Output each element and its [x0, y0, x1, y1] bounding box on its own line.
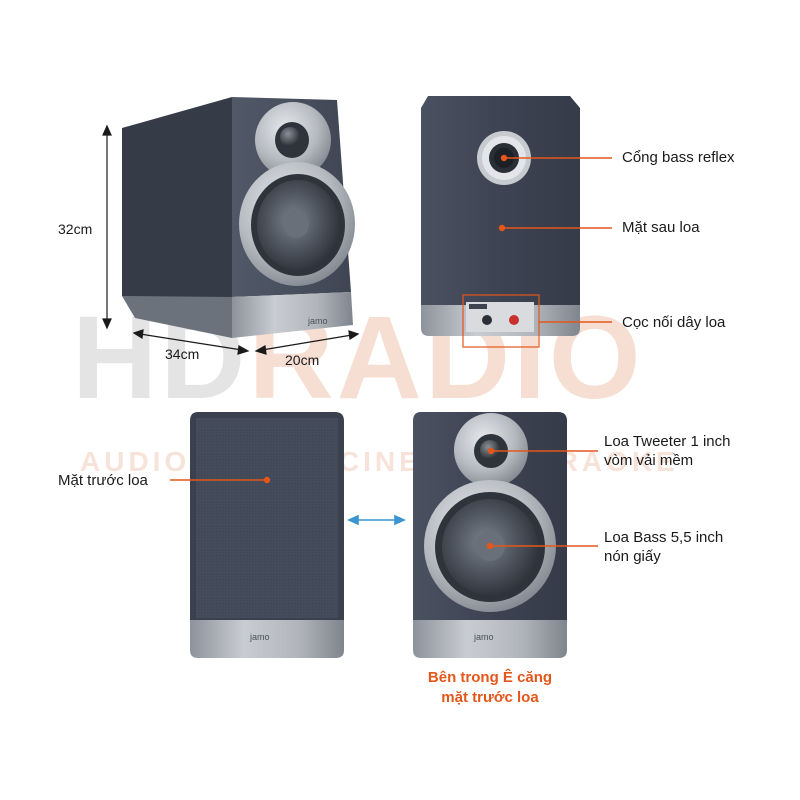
speaker-front-grille-view	[190, 412, 344, 658]
tweeter-label-line2: vòm vải mềm	[604, 452, 694, 469]
height-label: 32cm	[58, 221, 93, 237]
depth-label: 34cm	[165, 346, 200, 362]
tweeter-label: Loa Tweeter 1 inch vòm vải mềm	[604, 432, 730, 470]
jamo-logo-drivers: jamo	[473, 632, 494, 642]
caption-line1: Bên trong Ê căng	[427, 669, 553, 686]
speaker-rear-view	[421, 96, 580, 348]
rear-panel-label: Mặt sau loa	[622, 219, 700, 236]
grille-caption: Bên trong Ê căng mặt trước loa	[390, 668, 590, 708]
dimension-lines	[102, 124, 360, 355]
callout-lines	[170, 154, 612, 550]
jamo-logo-angled: jamo	[307, 316, 328, 326]
caption-line2: mặt trước loa	[441, 689, 539, 706]
bass-label-line1: Loa Bass 5,5 inch	[604, 529, 724, 546]
front-grille-label: Mặt trước loa	[58, 472, 148, 489]
jamo-logo-grille: jamo	[249, 632, 270, 642]
double-arrow	[347, 514, 406, 526]
bass-label-line2: nón giấy	[604, 548, 661, 565]
tweeter-label-line1: Loa Tweeter 1 inch	[604, 433, 731, 450]
speaker-front-drivers-view	[413, 412, 567, 658]
binding-posts-label: Cọc nối dây loa	[622, 314, 726, 331]
width-label: 20cm	[285, 352, 320, 368]
speaker-angled-view	[122, 97, 355, 338]
bass-reflex-label: Cổng bass reflex	[622, 149, 735, 166]
bass-driver-label: Loa Bass 5,5 inch nón giấy	[604, 528, 723, 566]
